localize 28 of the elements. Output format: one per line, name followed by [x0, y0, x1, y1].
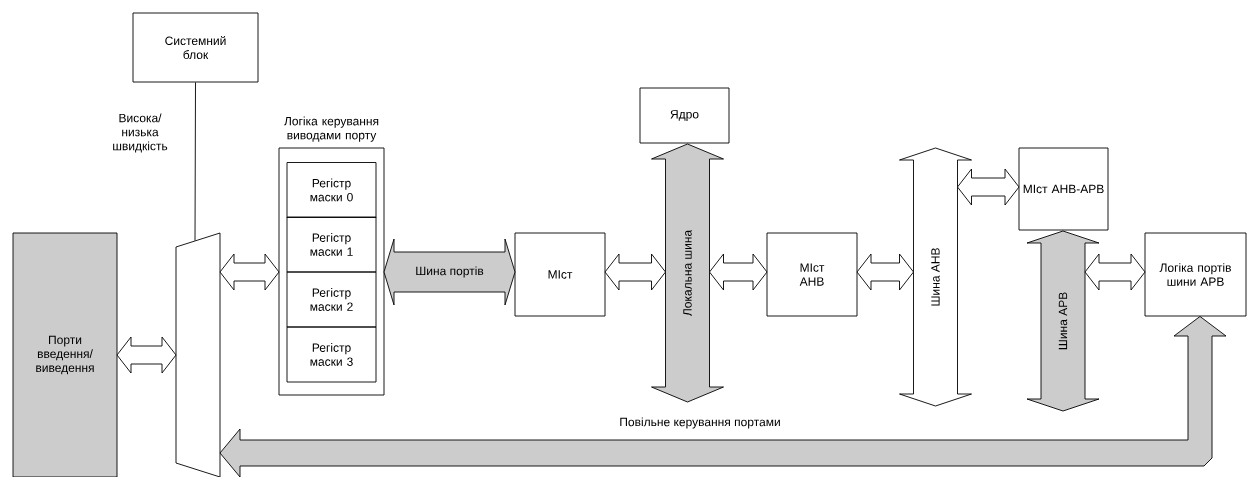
block-arrow	[856, 253, 914, 291]
register-box: Регістр маски 0	[286, 162, 377, 218]
block-box: Ядро	[639, 87, 730, 144]
block-arrow	[709, 253, 768, 291]
bus-band: Шина APB	[1026, 230, 1100, 412]
edge-label: Висока/ низька швидкість	[113, 113, 168, 153]
block-arrow	[1084, 253, 1146, 291]
block-arrow	[957, 168, 1020, 206]
bus-band: Шина AHB	[899, 147, 972, 407]
edge-label: Повільне керування портами	[620, 417, 780, 429]
node-label: Логіка керування виводами порту	[284, 116, 379, 142]
register-box: Регістр маски 1	[286, 216, 377, 273]
connector-line	[194, 82, 196, 241]
register-box: Регістр маски 3	[286, 326, 377, 383]
block-box: МІст	[514, 232, 606, 317]
block-arrow	[604, 253, 666, 291]
register-box: Регістр маски 2	[286, 271, 377, 328]
edge-label: Шина портів	[416, 266, 484, 278]
block-box: Системний блок	[132, 12, 259, 83]
multiplexer-shape	[175, 232, 221, 477]
block-arrow	[219, 253, 280, 291]
block-box: Порти введення/ виведення	[12, 232, 118, 477]
block-box: МІст AHB-APB	[1018, 147, 1109, 231]
block-box: Логіка портів шини APB	[1144, 232, 1247, 317]
block-box: МІст AHB	[766, 232, 858, 317]
block-arrow	[116, 336, 177, 374]
bus-band: Локальна шина	[651, 143, 724, 403]
block-arrow	[219, 316, 1227, 477]
